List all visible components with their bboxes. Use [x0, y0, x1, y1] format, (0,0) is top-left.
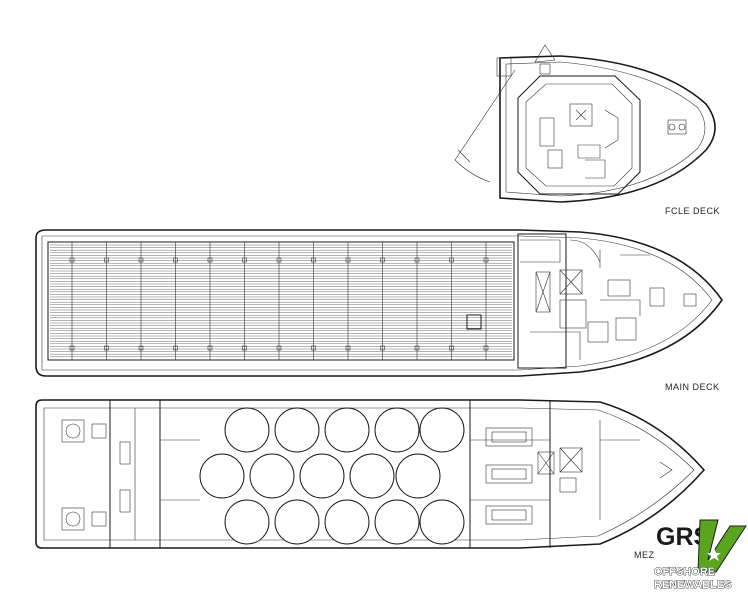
cargo-tanks — [199, 407, 465, 545]
main-deck-plan: MAIN DECK — [35, 229, 723, 392]
fcle-deck-plan: FCLE DECK — [454, 44, 720, 216]
cargo-deck-gratings — [50, 244, 512, 358]
mezzanine-deck-plan: MEZ — [35, 399, 706, 560]
main-deck-label: MAIN DECK — [665, 382, 720, 392]
cargo-deck-frames — [69, 242, 489, 360]
logo-line1: OFFSHORE — [654, 566, 715, 578]
mezzanine-deck-label: MEZ — [634, 550, 655, 560]
logo-star-icon — [707, 548, 721, 561]
logo-wing-mark — [697, 519, 747, 573]
fcle-deck-label: FCLE DECK — [665, 206, 720, 216]
logo-line2: RENEWABLES — [654, 579, 732, 591]
grs-offshore-renewables-logo: GRS OFFSHORE RENEWABLES — [654, 519, 747, 591]
main-engines — [485, 427, 533, 525]
